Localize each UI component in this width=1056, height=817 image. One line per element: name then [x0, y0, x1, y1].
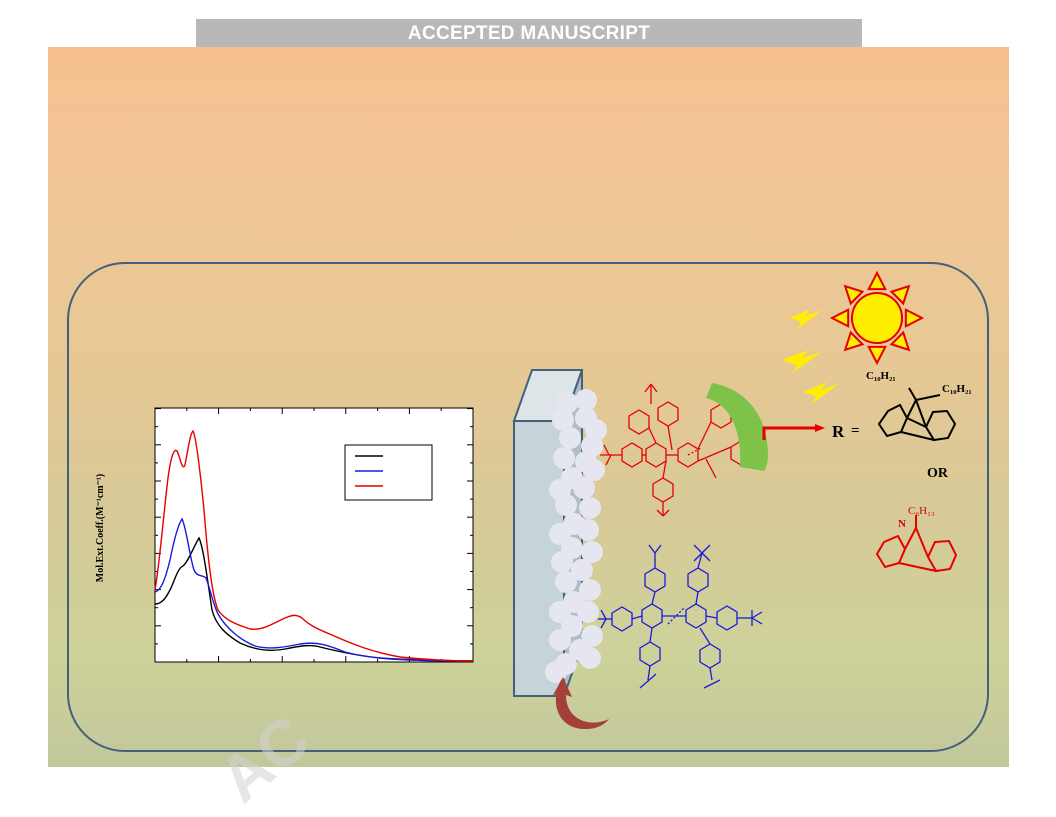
r-label: R: [832, 422, 845, 441]
nanoparticle: [583, 459, 605, 481]
nanoparticle: [573, 477, 595, 499]
or-label: OR: [927, 466, 948, 481]
nanoparticle: [575, 389, 597, 411]
sun-icon: [829, 270, 925, 366]
spectrum-curve-red: [154, 429, 474, 662]
nanoparticle: [549, 629, 571, 651]
nanoparticle: [579, 579, 601, 601]
equals-sign: =: [851, 423, 860, 439]
rounded-frame: [67, 262, 989, 752]
accepted-manuscript-banner: ACCEPTED MANUSCRIPT: [196, 19, 862, 48]
axis-ticks: [154, 408, 474, 663]
nanoparticle: [577, 519, 599, 541]
nanoparticle: [559, 427, 581, 449]
nanoparticle: [552, 409, 574, 431]
nanoparticle: [579, 497, 601, 519]
fluorene-alkyl-label-right: C₁₀H₂₁: [942, 383, 972, 395]
lightning-bolts: [782, 309, 840, 404]
sun-ray: [867, 345, 887, 366]
carbazole-alkyl-label: C₆H₁₃: [908, 505, 935, 517]
nanoparticle: [545, 661, 567, 683]
tio2-nanoparticles: [545, 389, 607, 683]
carbazole-structure: [875, 515, 958, 573]
nanoparticle: [556, 392, 578, 414]
sun-ray: [889, 330, 911, 352]
spectrum-legend: [344, 444, 433, 501]
nanoparticle: [555, 571, 577, 593]
nanoparticle: [553, 447, 575, 469]
sun-ray: [867, 270, 887, 291]
legend-box: [344, 444, 433, 501]
carbazole-nitrogen-label: N: [898, 518, 906, 530]
electron-return-arrow: [553, 677, 609, 730]
sun-ray: [904, 308, 925, 328]
sun-ray: [829, 308, 850, 328]
sun-ray: [843, 284, 865, 306]
spectrum-curve-blue: [154, 517, 474, 662]
fluorene-structure: [877, 387, 957, 442]
nanoparticle: [579, 647, 601, 669]
nanoparticle: [581, 541, 603, 563]
green-arc: [706, 383, 768, 471]
nanoparticle: [571, 559, 593, 581]
blue-dye-molecule: [598, 544, 763, 689]
nanoparticle: [551, 551, 573, 573]
sun-ray: [889, 284, 911, 306]
sun-ray: [843, 330, 865, 352]
fluorene-alkyl-label-left: C₁₀H₂₁: [866, 370, 896, 382]
nanoparticle: [577, 601, 599, 623]
r-arrow: [762, 424, 825, 440]
absorption-spectrum: [154, 407, 474, 663]
red-dye-molecule: [600, 383, 762, 517]
nanoparticle: [555, 494, 577, 516]
spectrum-y-axis-label: Mol.Ext.Coeff.(M⁻¹cm⁻¹): [95, 473, 106, 583]
